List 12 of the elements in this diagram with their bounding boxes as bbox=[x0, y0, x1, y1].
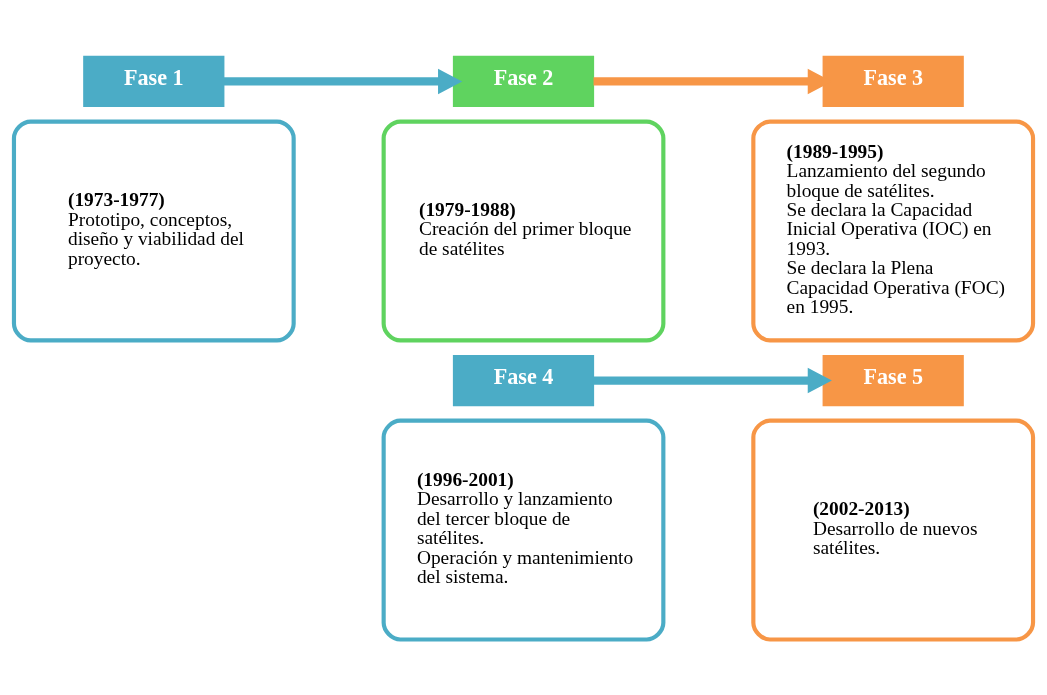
node-box: (1973-1977) Prototipo, conceptos, diseño y viabilidad del proyecto. bbox=[11, 119, 296, 342]
node-box: (1989-1995) Lanzamiento del segundo bloque de satélites. Se declara la Capacidad Inicial Operativa (IOC) en 1993. Se declara la Plena Capacidad Operativa (FOC) en 1995. bbox=[751, 119, 1036, 342]
node-box: (2002-2013) Desarrollo de nuevos satélites. bbox=[751, 418, 1036, 642]
node-box: (1996-2001) Desarrollo y lanzamiento del tercer bloque de satélites. Operación y mantenimiento del sistema. bbox=[381, 418, 666, 642]
node-box: Fase 4 bbox=[452, 354, 595, 406]
node-box: Fase 5 bbox=[822, 354, 964, 406]
node-box: Fase 3 bbox=[822, 55, 964, 107]
node-box: (1979-1988) Creación del primer bloque de satélites bbox=[381, 119, 666, 342]
arrow bbox=[593, 367, 832, 393]
arrow bbox=[223, 68, 463, 94]
node-box: Fase 2 bbox=[452, 55, 595, 107]
node-box: Fase 1 bbox=[83, 55, 225, 107]
